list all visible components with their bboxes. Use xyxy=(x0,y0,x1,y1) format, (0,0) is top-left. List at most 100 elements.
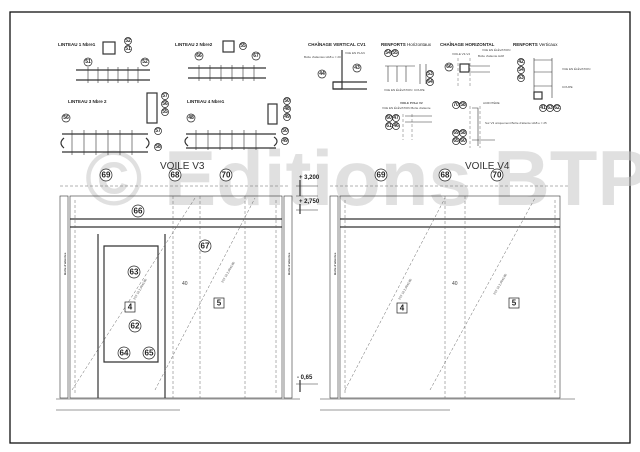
mark-label: 58 xyxy=(155,144,161,150)
mark-label: 56 xyxy=(63,115,69,121)
mark-label: 43 xyxy=(354,65,360,71)
section-box xyxy=(332,81,343,90)
mark-label: 51 xyxy=(85,59,91,65)
mark-circle xyxy=(517,66,525,74)
detail-note: Boîte d'attente HA8 xyxy=(478,54,504,58)
mark-label: 57 xyxy=(155,128,161,134)
mark-circle xyxy=(281,127,289,135)
mark-label: 68 xyxy=(171,171,180,180)
mark-circle xyxy=(251,51,261,61)
section-box xyxy=(102,41,116,55)
wall-outline xyxy=(457,58,471,88)
mark-circle xyxy=(186,113,196,123)
view-label: COUPE xyxy=(562,85,573,89)
level-lines xyxy=(296,185,318,385)
mark-circle xyxy=(61,113,71,123)
rebar-longitudinal xyxy=(76,69,150,81)
rebar-lines xyxy=(405,115,432,123)
mark-circle xyxy=(317,69,327,79)
mark-circle xyxy=(142,346,156,360)
view-label: VUE EN ÉLÉVATION xyxy=(482,47,510,52)
mark-circle xyxy=(154,127,162,135)
box-label: 5 xyxy=(512,299,517,308)
rebar-stirrups xyxy=(195,130,257,150)
mark-circle xyxy=(131,204,145,218)
mark-label: 63 xyxy=(547,105,553,111)
rebar-longitudinal xyxy=(60,133,150,153)
view-label: VUE EN ÉLÉVATION xyxy=(384,87,412,92)
mark-label: 46 xyxy=(393,123,399,129)
mark-label: 52 xyxy=(125,38,131,44)
box-label: 4 xyxy=(400,304,405,313)
mark-circle xyxy=(517,58,525,66)
wall-outline xyxy=(402,114,413,140)
wall-outline xyxy=(469,106,481,148)
dimension-label: 40 xyxy=(182,281,188,287)
ground-line xyxy=(320,398,575,411)
detail-title: VOILE PV1et V2 xyxy=(400,101,423,105)
box-label: 4 xyxy=(128,303,133,312)
rebar-longitudinal xyxy=(184,133,278,149)
view-label: VUE EN ÉLÉVATION Boîte d'attente xyxy=(382,105,431,110)
detail-note: Boîte d'attentes HA8 e = 20 xyxy=(304,55,341,59)
mark-circle xyxy=(392,122,400,130)
mark-circle xyxy=(194,51,204,61)
mark-circle xyxy=(426,70,434,78)
mark-circle xyxy=(438,168,452,182)
mark-label: 55 xyxy=(392,50,398,56)
mark-label: 65 xyxy=(145,349,154,358)
mark-circle xyxy=(198,239,212,253)
mark-label: 55 xyxy=(240,43,246,49)
mark-circle xyxy=(426,78,434,86)
vertical-dashed-lines xyxy=(344,196,556,398)
detail-title: CHAÎNAGE HORIZONTAL xyxy=(440,40,495,47)
level-top: + 3,200 xyxy=(299,175,320,181)
mark-circle xyxy=(128,319,142,333)
mark-label: 50 xyxy=(282,128,288,134)
detail-linteau-1: LINTEAU 1 Nbre1 52 51 51 52 xyxy=(58,37,150,83)
mark-circle xyxy=(444,62,454,72)
mark-label: 62 xyxy=(131,322,140,331)
mark-circle xyxy=(124,45,132,53)
chainage-bars xyxy=(340,218,560,228)
mark-circle xyxy=(161,108,169,116)
box-marker xyxy=(124,301,136,313)
detail-title: RENFORTS Horizontaux xyxy=(381,42,432,47)
detail-renforts-verticaux: RENFORTS Verticaux 42 54 63 VUE EN ÉLÉVA… xyxy=(513,42,590,112)
mark-circle xyxy=(283,97,291,105)
chainage-bars xyxy=(70,218,282,228)
detail-title: RENFORTS Verticaux xyxy=(513,42,558,47)
mark-label: 54 xyxy=(518,67,524,73)
view-label: VUE EN PLAN xyxy=(345,51,365,55)
mark-circle xyxy=(168,168,182,182)
mark-label: 64 xyxy=(120,349,129,358)
mark-circle xyxy=(83,57,93,67)
mark-circle xyxy=(117,346,131,360)
detail-title: LINTEAU 1 Nbre1 xyxy=(58,42,96,47)
boite-attentes-right xyxy=(283,195,293,399)
mark-label: 60 xyxy=(386,115,392,121)
detail-title-rest: Verticaux xyxy=(539,42,558,47)
mark-circle xyxy=(391,49,399,57)
mark-label: 55 xyxy=(162,109,168,115)
side-label: Boîte d'attentes xyxy=(63,252,67,275)
mark-label: 61 xyxy=(386,123,392,129)
box-marker xyxy=(213,297,225,309)
mark-circle xyxy=(161,100,169,108)
boite-attentes-left xyxy=(329,195,339,399)
mark-label: 70 xyxy=(453,102,459,108)
detail-linteau-3: LINTEAU 3 Nbre 2 56 57 56 55 57 58 xyxy=(60,92,169,155)
mark-label: 48 xyxy=(188,115,194,121)
mark-circle xyxy=(553,104,561,112)
view-label: VUE EN ÉLÉVATION xyxy=(562,66,590,71)
mark-circle xyxy=(161,92,169,100)
mark-circle xyxy=(281,137,289,145)
mark-label: 47 xyxy=(393,115,399,121)
detail-title: LINTEAU 4 Nbre1 xyxy=(187,99,225,104)
mark-circle xyxy=(99,168,113,182)
side-label: Boîte d'attentes xyxy=(333,252,337,275)
voile-v3-title: VOILE V3 xyxy=(160,161,205,172)
mark-label: 69 xyxy=(453,130,459,136)
mark-label: 54 xyxy=(385,50,391,56)
